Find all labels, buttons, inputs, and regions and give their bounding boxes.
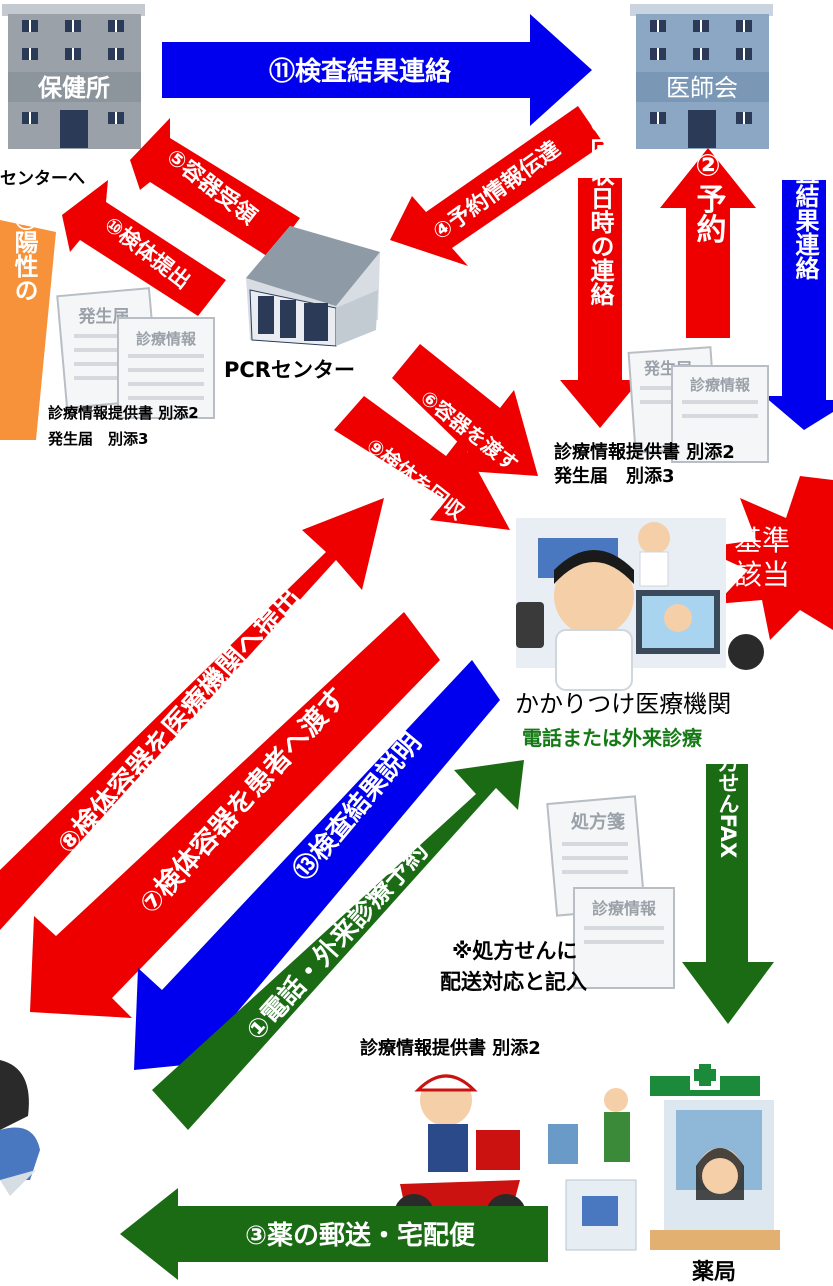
arrow-3-collection-date: ③回収日時の連絡	[560, 110, 640, 428]
pharmacy-shinryo-title: 診療情報	[592, 899, 657, 918]
pcr-doc2-label: 発生届 別添3	[48, 430, 149, 448]
ishikai-label: 医師会	[666, 74, 738, 102]
arrow-14-positive: ⑭陽性の	[0, 205, 56, 440]
center-he-label: センターへ	[0, 169, 85, 189]
pcr-paper-shinryo-title: 診療情報	[136, 330, 197, 348]
ishikai-building-icon: 医師会	[630, 4, 773, 149]
arrow-2-reservation: ②予約	[660, 148, 756, 338]
pharmacy-illustration	[548, 1060, 780, 1251]
note-line1: ※処方せんに	[452, 939, 578, 963]
arrow-4-label: ④予約情報伝達	[428, 136, 565, 246]
hokenjo-label: 保健所	[37, 74, 110, 102]
kijun-line2: 該当	[734, 558, 790, 591]
hokenjo-building-icon: 保健所	[2, 4, 145, 149]
shohosen-title: 処方箋	[571, 811, 625, 833]
pharmacy-shinryo-paper: 診療情報	[573, 887, 675, 989]
pcr-paper-hasseitodoke-title: 発生届	[78, 306, 130, 327]
clinic-paper-shinryo-title: 診療情報	[690, 376, 751, 394]
kakaritsuke-label: かかりつけ医療機関	[515, 690, 732, 718]
arrow-11-result-contact: ⑪検査結果連絡	[162, 14, 592, 126]
criteria-starburst-icon: 基準 該当	[700, 476, 833, 640]
arrow-4-reservation-info: ④予約情報伝達	[390, 106, 604, 266]
arrow-14-label: ⑭陽性の	[10, 205, 38, 302]
pcr-center-building-icon	[246, 226, 380, 347]
patient-illustration	[0, 1060, 40, 1196]
arrow-3b-label: ③薬の郵送・宅配便	[245, 1220, 476, 1251]
arrow-2-prescription-fax: ②処方せんFAX	[682, 706, 774, 1024]
phone-visit-label: 電話または外来診療	[522, 726, 702, 750]
shohosen-paper: 処方箋	[546, 795, 646, 917]
pcr-doc1-label: 診療情報提供書 別添2	[48, 404, 199, 422]
kijun-line1: 基準	[734, 524, 790, 557]
pharmacy-doc-label: 診療情報提供書 別添2	[360, 1038, 541, 1059]
arrow-12-label: ⑫検査結果連絡	[791, 111, 819, 280]
arrow-2b-label: ②処方せんFAX	[716, 706, 740, 858]
arrow-12-result-contact: ⑫検査結果連絡	[764, 111, 833, 430]
clinic-doc1-label: 診療情報提供書 別添2	[554, 442, 735, 463]
arrow-11-label: ⑪検査結果連絡	[269, 56, 452, 87]
arrow-3-medicine-delivery: ③薬の郵送・宅配便	[120, 1188, 548, 1280]
note-line2: 配送対応と記入	[440, 970, 587, 994]
pharmacy-label: 薬局	[692, 1260, 737, 1285]
pcr-center-label: PCRセンター	[224, 358, 355, 382]
clinic-doc2-label: 発生届 別添3	[554, 466, 675, 487]
arrow-3-label: ③回収日時の連絡	[586, 110, 614, 306]
arrow-2-label: ②予約	[691, 149, 727, 244]
clinic-paper-shinryo: 診療情報	[671, 365, 769, 463]
pcr-paper-shinryo: 診療情報	[117, 317, 215, 419]
clinic-doctor-illustration	[516, 518, 764, 691]
